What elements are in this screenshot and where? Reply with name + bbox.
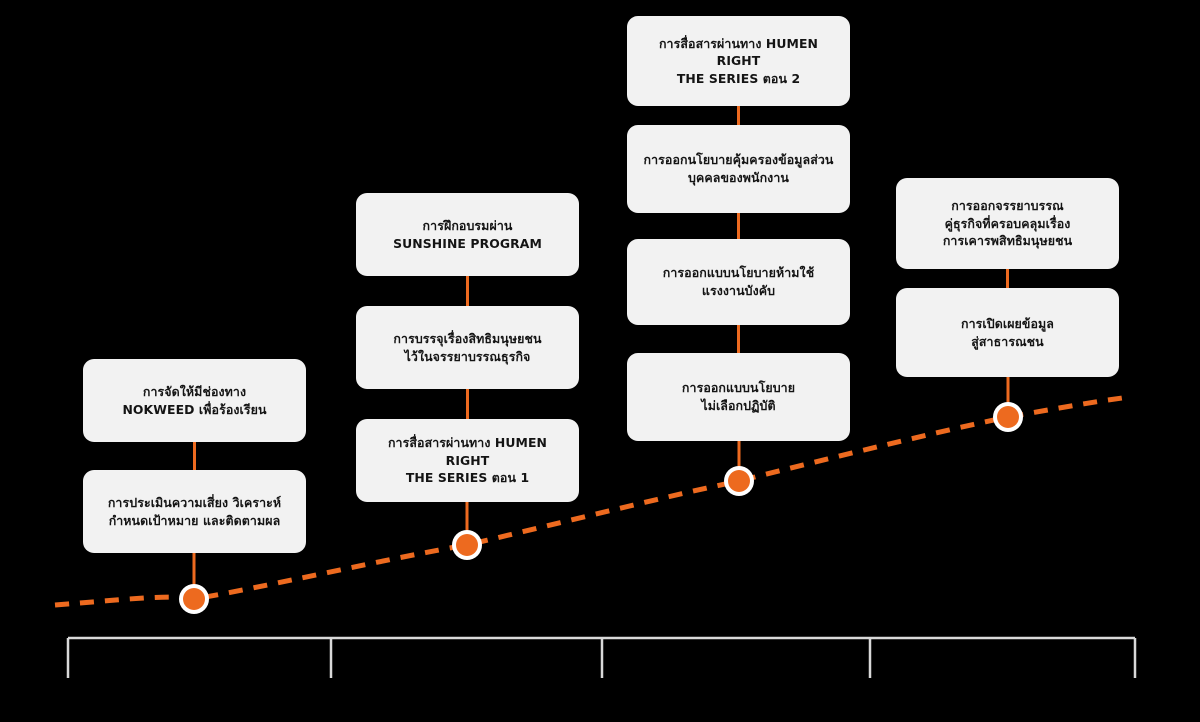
card-risk-assessment[interactable]: การประเมินความเสี่ยง วิเคราะห์ กำหนดเป้า… <box>83 470 306 553</box>
card-non-discrimination-policy-label: การออกแบบนโยบาย ไม่เลือกปฏิบัติ <box>681 380 796 413</box>
card-nokweed-channel-connector <box>193 442 196 470</box>
card-personal-data-protection-policy[interactable]: การออกนโยบายคุ้มครองข้อมูลส่วน บุคคลของพ… <box>627 125 850 213</box>
timeline-node-3[interactable] <box>728 470 750 492</box>
card-personal-data-protection-policy-label: การออกนโยบายคุ้มครองข้อมูลส่วน บุคคลของพ… <box>643 152 834 185</box>
card-risk-assessment-label: การประเมินความเสี่ยง วิเคราะห์ กำหนดเป้า… <box>107 494 282 528</box>
card-no-forced-labour-policy-label: การออกแบบนโยบายห้ามใช้ แรงงานบังคับ <box>662 265 815 298</box>
card-public-disclosure-label: การเปิดเผยข้อมูล สู่สาธารณชน <box>961 315 1054 349</box>
card-human-rights-code-of-conduct-connector <box>466 389 469 419</box>
card-no-forced-labour-policy[interactable]: การออกแบบนโยบายห้ามใช้ แรงงานบังคับ <box>627 239 850 325</box>
card-business-partner-code-of-conduct[interactable]: การออกจรรยาบรรณ คู่ธุรกิจที่ครอบคลุมเรื่… <box>896 178 1119 269</box>
card-sunshine-program-connector <box>466 276 469 306</box>
card-public-disclosure[interactable]: การเปิดเผยข้อมูล สู่สาธารณชน <box>896 288 1119 377</box>
timeline-node-2[interactable] <box>456 534 478 556</box>
card-humen-right-series-1[interactable]: การสื่อสารผ่านทาง HUMEN RIGHT THE SERIES… <box>356 419 579 502</box>
card-human-rights-code-of-conduct-label: การบรรจุเรื่องสิทธิมนุษยชน ไว้ในจรรยาบรร… <box>393 330 542 364</box>
card-no-forced-labour-policy-connector <box>737 325 740 353</box>
card-business-partner-code-of-conduct-connector <box>1006 269 1009 288</box>
timeline-node-1-ring <box>179 584 209 614</box>
timeline-stems <box>192 377 1010 594</box>
timeline-node-2-ring <box>452 530 482 560</box>
card-human-rights-code-of-conduct[interactable]: การบรรจุเรื่องสิทธิมนุษยชน ไว้ในจรรยาบรร… <box>356 306 579 389</box>
card-humen-right-series-2[interactable]: การสื่อสารผ่านทาง HUMEN RIGHT THE SERIES… <box>627 16 850 106</box>
card-humen-right-series-2-connector <box>737 106 740 125</box>
card-nokweed-channel-label: การจัดให้มีช่องทาง NOKWEED เพื่อร้องเรีย… <box>122 383 267 417</box>
card-humen-right-series-2-label: การสื่อสารผ่านทาง HUMEN RIGHT THE SERIES… <box>658 35 819 86</box>
card-business-partner-code-of-conduct-label: การออกจรรยาบรรณ คู่ธุรกิจที่ครอบคลุมเรื่… <box>942 198 1073 249</box>
timeline-node-3-ring <box>724 466 754 496</box>
timeline-node-4-ring <box>993 402 1023 432</box>
card-sunshine-program[interactable]: การฝึกอบรมผ่าน SUNSHINE PROGRAM <box>356 193 579 276</box>
card-sunshine-program-label: การฝึกอบรมผ่าน SUNSHINE PROGRAM <box>393 217 542 251</box>
card-humen-right-series-1-label: การสื่อสารผ่านทาง HUMEN RIGHT THE SERIES… <box>387 435 548 486</box>
timeline-node-1[interactable] <box>183 588 205 610</box>
card-personal-data-protection-policy-connector <box>737 213 740 239</box>
card-non-discrimination-policy[interactable]: การออกแบบนโยบาย ไม่เลือกปฏิบัติ <box>627 353 850 441</box>
card-nokweed-channel[interactable]: การจัดให้มีช่องทาง NOKWEED เพื่อร้องเรีย… <box>83 359 306 442</box>
timeline-node-4[interactable] <box>997 406 1019 428</box>
